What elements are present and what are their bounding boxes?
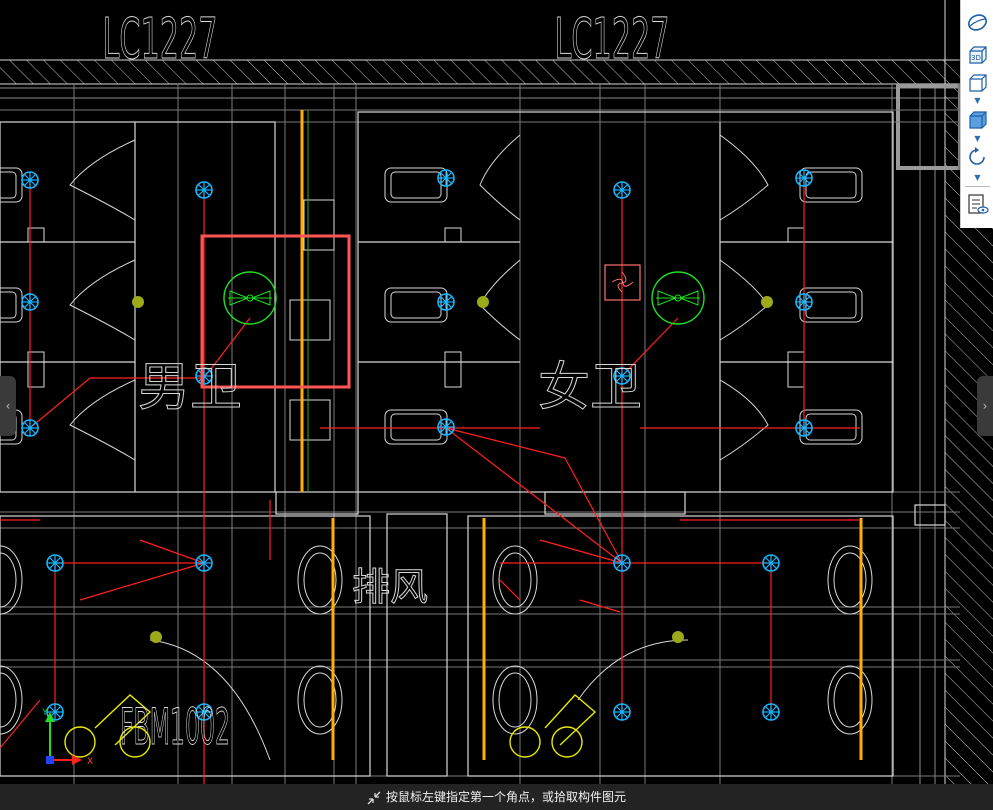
fan-symbol-box xyxy=(604,264,641,301)
cube-solid-button[interactable] xyxy=(965,107,990,132)
3d-view-icon: 3D xyxy=(969,46,987,64)
status-message: 按鼠标左键指定第一个角点，或拾取构件图元 xyxy=(386,790,627,804)
door-label: FBM1002 xyxy=(120,698,230,756)
property-list-button[interactable] xyxy=(965,192,990,217)
cube-solid-icon xyxy=(969,111,987,129)
chevron-right-icon: › xyxy=(982,399,988,413)
vertical-supply-pipes xyxy=(300,110,863,760)
status-message-group: 按鼠标左键指定第一个角点，或拾取构件图元 xyxy=(366,784,626,810)
rotate-icon xyxy=(969,147,985,165)
selection-rectangle[interactable] xyxy=(200,234,351,389)
room-label-mens: 男卫 xyxy=(138,358,242,418)
rotate-button[interactable] xyxy=(965,145,990,170)
walls xyxy=(0,111,946,777)
toolbar-separator xyxy=(965,186,990,187)
window-label-left: LC1227 xyxy=(103,7,218,72)
floor-drain-dots xyxy=(132,296,773,643)
ucs-axis-icon: Y X xyxy=(41,708,93,767)
cube-outline-icon xyxy=(969,74,987,92)
yellow-drains xyxy=(64,694,597,758)
cube-solid-dropdown-icon[interactable]: ▼ xyxy=(974,134,981,143)
rotate-dropdown-icon[interactable]: ▼ xyxy=(974,173,981,182)
view-toolbar: 3D ▼ ▼ ▼ xyxy=(960,0,993,228)
top-wall xyxy=(0,59,960,99)
orbit-view-icon xyxy=(968,14,987,31)
chevron-left-icon: ‹ xyxy=(5,399,11,413)
3d-view-label: 3D xyxy=(971,54,981,62)
grid-lines xyxy=(0,84,960,784)
cube-outline-dropdown-icon[interactable]: ▼ xyxy=(974,96,981,105)
cube-outline-button[interactable] xyxy=(965,70,990,95)
right-panel-toggle[interactable]: › xyxy=(977,376,993,436)
3d-view-button[interactable]: 3D xyxy=(965,42,990,67)
orbit-view-button[interactable] xyxy=(965,10,990,35)
property-list-icon xyxy=(968,194,989,214)
window-label-right: LC1227 xyxy=(555,7,670,72)
grab-bars xyxy=(27,199,805,441)
room-label-womens: 女卫 xyxy=(538,358,642,418)
status-bar: 按鼠标左键指定第一个角点，或拾取构件图元 xyxy=(0,784,993,810)
door-swings xyxy=(69,134,769,761)
room-label-exhaust: 排风 xyxy=(352,565,428,609)
select-corner-icon xyxy=(367,791,381,804)
axis-x-label: X xyxy=(87,757,93,767)
sprinkler-pipe-network xyxy=(0,180,860,784)
axis-y-label: Y xyxy=(41,708,48,718)
left-panel-toggle[interactable]: ‹ xyxy=(0,376,16,436)
